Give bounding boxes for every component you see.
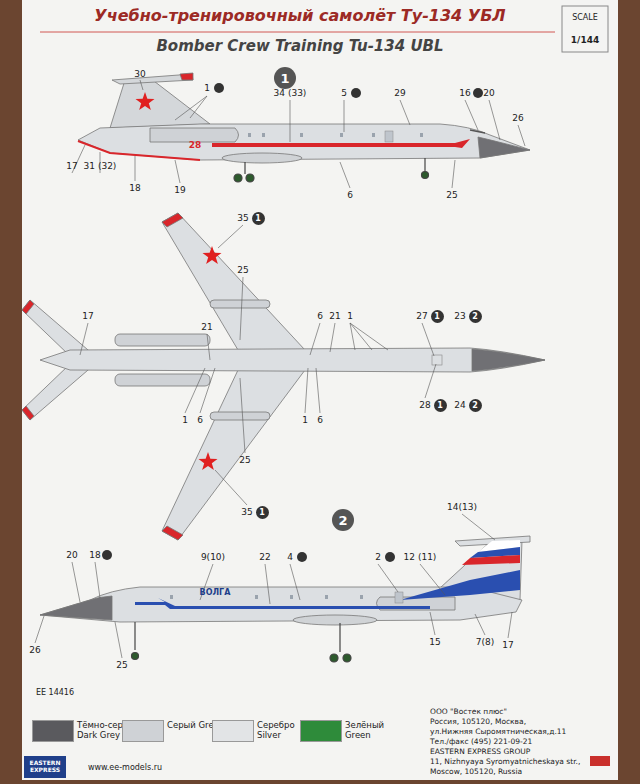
callout-number: EASTERN EXPRESS [25,760,65,773]
callout-number: 14(13) [447,502,477,512]
callout-number: 35 [237,213,248,223]
callout-number: 18 [129,183,140,193]
callout-number: 24 [454,400,465,410]
callout-number: 25 [446,190,457,200]
callout-number: 2 [375,552,381,562]
callout-number: 17 [66,161,77,171]
callout-number: 21 [329,311,340,321]
callout-number: 26 [512,113,523,123]
callout-number: 30 [134,69,145,79]
circled-callout: 1 [434,399,447,412]
callout-number: www.ee-models.ru [88,763,162,772]
callout-number: 22 [259,552,270,562]
callout-number: 25 [116,660,127,670]
callout-number: 34 (33) [274,88,307,98]
color-swatch [300,720,342,742]
view-number-circle: 2 [332,509,354,531]
callout-number: 1 [204,83,210,93]
callout-number: 17 [82,311,93,321]
circled-callout: 1 [252,212,265,225]
circled-callout: 2 [469,310,482,323]
callout-number: Moscow, 105120, Russia [430,768,522,777]
color-swatch [122,720,164,742]
callout-number: 1 [182,415,188,425]
callout-number: 25 [239,455,250,465]
callout-number: EE 14416 [36,688,74,697]
callout-number: 15 [429,637,440,647]
view-number: 2 [338,513,347,528]
callout-number: 20 [483,88,494,98]
callout-number: 19 [174,185,185,195]
circled-callout: 2 [469,399,482,412]
callout-number: 4 [287,552,293,562]
callout-number: 12 (11) [404,552,437,562]
callout-number: 28 [189,140,202,150]
callout-number: 26 [29,645,40,655]
callout-number: 6 [197,415,203,425]
callout-number: ВОЛГА [200,588,231,597]
callout-number: 5 [341,88,347,98]
callout-number: 16 [459,88,470,98]
color-swatch [212,720,254,742]
callout-number: 7(8) [476,637,494,647]
paper-sheet [22,0,618,780]
callout-number: 1/144 [571,35,599,45]
callout-number: ул.Нижняя Сыромятническая,д.11 [430,728,566,737]
color-swatch [32,720,74,742]
callout-number: 27 [416,311,427,321]
callout-number: 35 [241,507,252,517]
callout-number: 9(10) [201,552,225,562]
callout-number: 23 [454,311,465,321]
callout-number: Bomber Crew Training Tu-134 UBL [156,38,443,55]
callout-number: 21 [201,322,212,332]
callout-number: 6 [347,190,353,200]
callout-number: 6 [317,415,323,425]
callout-number: 18 [89,550,100,560]
legend-text: Зелёный Green [345,720,407,740]
callout-number: Россия, 105120, Москва, [430,718,526,727]
callout-number: 1 [347,311,353,321]
callout-number: 20 [66,550,77,560]
callout-number: 1 [302,415,308,425]
callout-number: ООО "Востек плюс" [430,708,507,717]
view-number-circle: 1 [274,67,296,89]
callout-number: 17 [502,640,513,650]
callout-number: 29 [394,88,405,98]
callout-number: 28 [419,400,430,410]
callout-number: Тел./факс (495) 221-09-21 [430,738,532,747]
callout-number: 31 (32) [84,161,117,171]
circled-callout: 1 [431,310,444,323]
callout-number: EASTERN EXPRESS GROUP [430,748,530,757]
callout-number: SCALE [572,13,598,22]
view-number: 1 [280,71,289,86]
callout-number: 25 [237,265,248,275]
circled-callout: 1 [256,506,269,519]
sheet-title: Учебно-тренировочный самолёт Ту-134 УБЛ [94,7,505,25]
callout-number: 6 [317,311,323,321]
callout-number: 11, Nizhnyaya Syromyatnicheskaya str., [430,758,580,767]
